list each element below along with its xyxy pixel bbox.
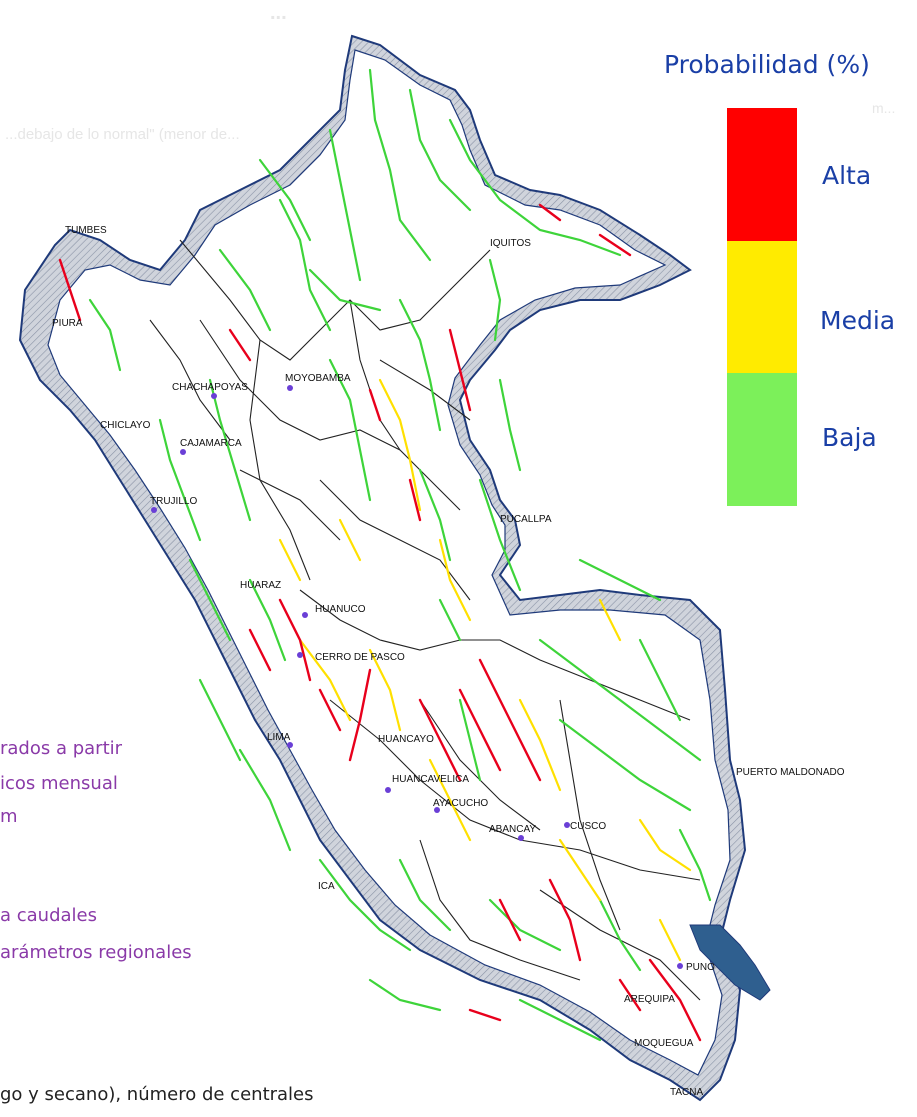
bottom-note: go y secano), número de centrales <box>0 1084 314 1105</box>
left-note: a caudales <box>0 905 97 926</box>
legend-color-bar <box>727 108 797 507</box>
faded-title: ... <box>270 2 287 24</box>
city-label: HUANUCO <box>315 604 366 615</box>
city-label: CHICLAYO <box>100 420 151 431</box>
city-label: MOQUEGUA <box>634 1038 694 1049</box>
city-label: PUNO <box>686 962 715 973</box>
left-note: icos mensual <box>0 773 118 794</box>
legend-swatch-low <box>727 373 797 507</box>
interior-region <box>47 49 731 1076</box>
city-label: TUMBES <box>65 225 107 236</box>
city-labels: TUMBES PIURA CHICLAYO CHACHAPOYAS MOYOBA… <box>52 225 845 1098</box>
city-label: HUANCAVELICA <box>392 774 469 785</box>
left-note: m <box>0 806 18 827</box>
legend-label-low: Baja <box>822 423 877 452</box>
left-note: arámetros regionales <box>0 942 192 963</box>
city-label: ICA <box>318 881 335 892</box>
legend-label-high: Alta <box>822 161 872 190</box>
city-label: ABANCAY <box>489 824 536 835</box>
city-label: TRUJILLO <box>150 496 197 507</box>
rivers-medium-probability <box>278 378 692 962</box>
faded-corner: m... <box>872 100 896 116</box>
city-label: AYACUCHO <box>433 798 488 809</box>
basin-boundaries <box>149 239 701 1001</box>
city-label: CERRO DE PASCO <box>315 652 405 663</box>
city-label: PUCALLPA <box>500 514 552 525</box>
city-label: PIURA <box>52 318 83 329</box>
city-label: MOYOBAMBA <box>285 373 351 384</box>
legend-label-medium: Media <box>820 306 896 335</box>
city-label: IQUITOS <box>490 238 531 249</box>
legend-swatch-medium <box>727 240 797 374</box>
city-label: TACNA <box>670 1087 703 1098</box>
rivers-high-probability <box>58 203 702 1042</box>
city-markers <box>151 385 683 969</box>
city-label: CAJAMARCA <box>180 438 242 449</box>
city-label: LIMA <box>267 732 291 743</box>
legend-title: Probabilidad (%) <box>664 50 870 79</box>
city-label: HUANCAYO <box>378 734 434 745</box>
city-label: HUARAZ <box>240 580 281 591</box>
city-label: CUSCO <box>570 821 606 832</box>
rivers-low-probability <box>88 68 712 1042</box>
faded-subtitle: ...debajo de lo normal" (menor de... <box>5 126 240 143</box>
city-label: PUERTO MALDONADO <box>736 767 845 778</box>
left-note: rados a partir <box>0 738 123 759</box>
city-label: AREQUIPA <box>624 994 675 1005</box>
legend-swatch-high <box>727 108 797 241</box>
city-label: CHACHAPOYAS <box>172 382 248 393</box>
lake-titicaca <box>689 924 771 1001</box>
